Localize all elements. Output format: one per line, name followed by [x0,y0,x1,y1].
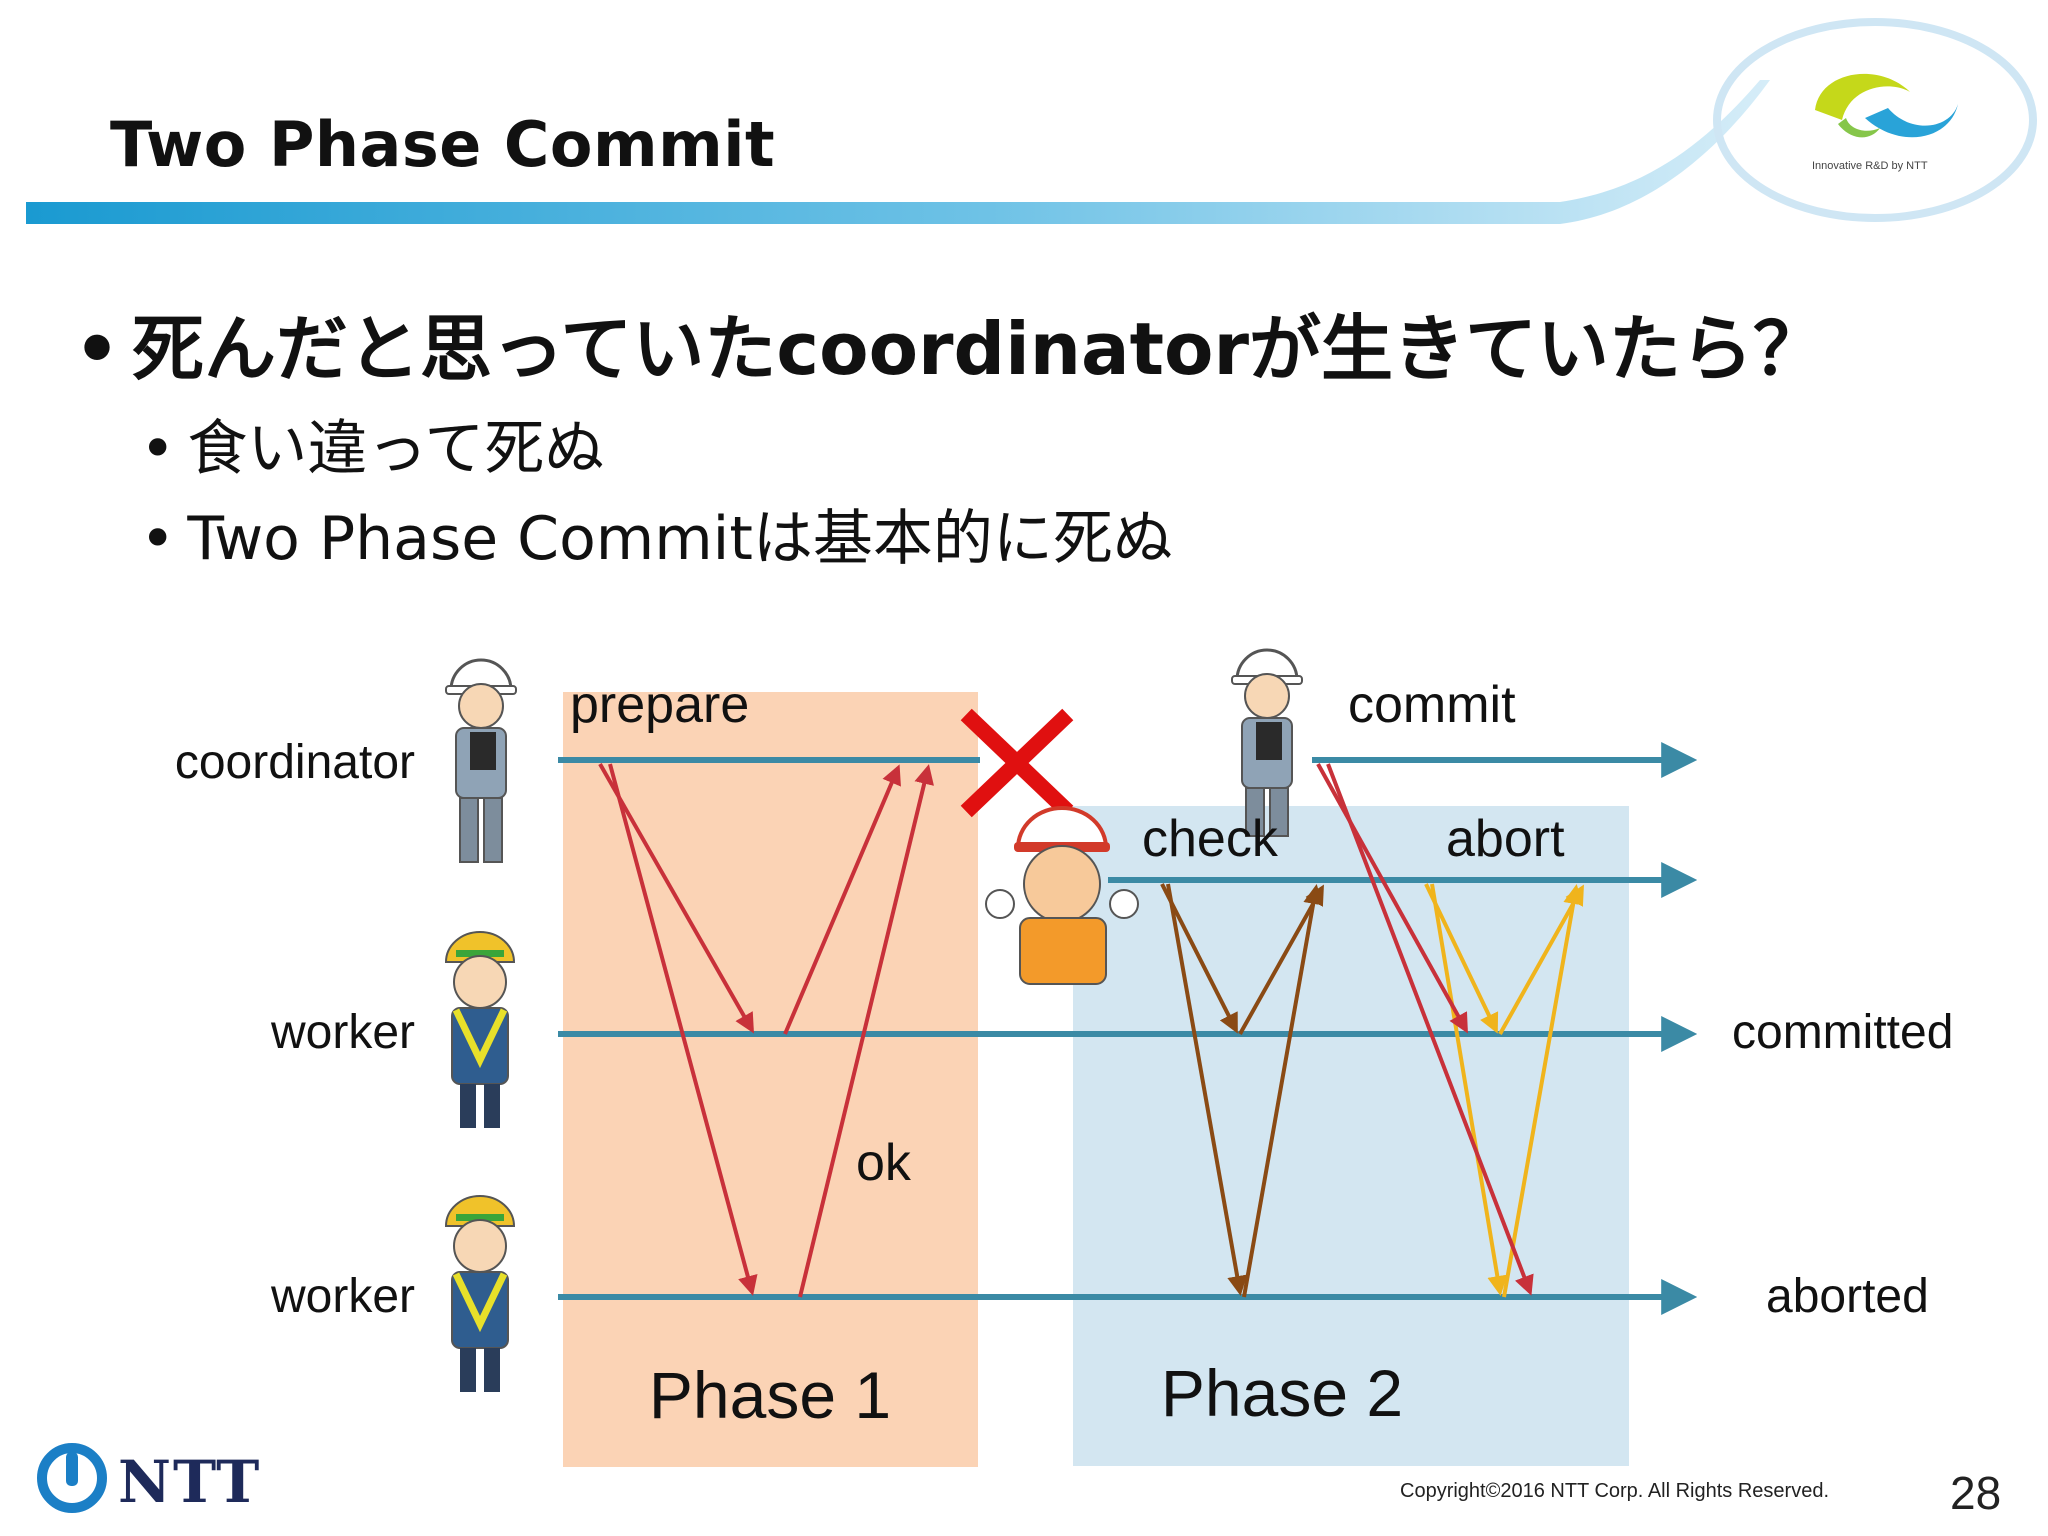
abort-to-worker-bottom [1430,883,1508,1296]
message-label-check: check [1142,810,1279,868]
phase1-messages [598,763,934,1298]
abort-reply-worker-bottom [1502,884,1584,1298]
message-label-commit: commit [1348,676,1516,734]
bullet-dot: • [140,414,176,484]
check-messages [1160,883,1324,1298]
main-bullet-text: 死んだと思っていたcoordinatorが生きていたら？ [132,307,1826,391]
sub-bullet-1-text: 食い違って死ぬ [187,414,605,484]
ntt-logo-icon [37,1443,107,1513]
header-decoration [26,18,2037,224]
brand-logo-swirl-blue [1865,104,1958,138]
page-number: 28 [1950,1467,2002,1519]
sub-bullet-2-text: Two Phase Commitは基本的に死ぬ [187,504,1173,574]
check-reply-worker-top [1238,884,1324,1035]
lane-label-coordinator: coordinator [175,736,415,789]
check-to-worker-top [1160,883,1238,1034]
check-to-worker-bottom [1166,883,1248,1296]
angry-rescuer-icon [985,806,1139,985]
phase2-label: Phase 2 [1161,1356,1403,1430]
slide-title: Two Phase Commit [110,108,776,181]
sub-bullet-2: •Two Phase Commitは基本的に死ぬ [140,490,1173,577]
brand-logo-swirl-yellow [1815,73,1910,120]
outcome-label-aborted: aborted [1766,1270,1929,1323]
commit-to-worker-top [1316,763,1468,1034]
lane-label-worker-top: worker [270,1006,415,1059]
abort-messages [1424,883,1584,1298]
bullet-dot: • [140,504,176,574]
prepare-to-worker-top [598,763,754,1034]
brand-logo-swirl-green [1838,118,1880,138]
late-commit-messages [1316,763,1534,1296]
phase2-region [1073,806,1629,1466]
brand-tagline: Innovative R&D by NTT [1812,160,1928,172]
new-coordinator-figure-icon [1231,648,1303,837]
outcome-label-committed: committed [1732,1006,1953,1059]
message-label-prepare: prepare [570,676,749,734]
commit-to-worker-bottom [1326,763,1534,1296]
coordinator-crash-mark [960,708,1074,818]
header-accent-bar [26,80,1770,224]
ok-from-worker-top [783,764,901,1035]
main-bullet: •死んだと思っていたcoordinatorが生きていたら？ [74,290,1825,395]
lane-label-worker-bottom: worker [270,1270,415,1323]
check-reply-worker-bottom [1242,884,1324,1298]
ntt-logo-text: NTT [118,1448,262,1516]
phase1-label: Phase 1 [649,1358,891,1432]
brand-logo-ring [1713,18,2037,222]
worker-bottom-figure-icon [444,1195,516,1392]
worker-top-figure-icon [444,931,516,1128]
abort-reply-worker-top [1498,884,1584,1035]
copyright-text: Copyright©2016 NTT Corp. All Rights Rese… [1400,1480,1829,1502]
bullet-dot: • [74,307,121,391]
message-label-ok: ok [856,1134,912,1192]
ok-from-worker-bottom [798,764,934,1298]
coordinator-figure-icon [445,658,517,863]
message-label-abort: abort [1446,810,1565,868]
sub-bullet-1: •食い違って死ぬ [140,400,604,487]
prepare-to-worker-bottom [608,763,758,1296]
